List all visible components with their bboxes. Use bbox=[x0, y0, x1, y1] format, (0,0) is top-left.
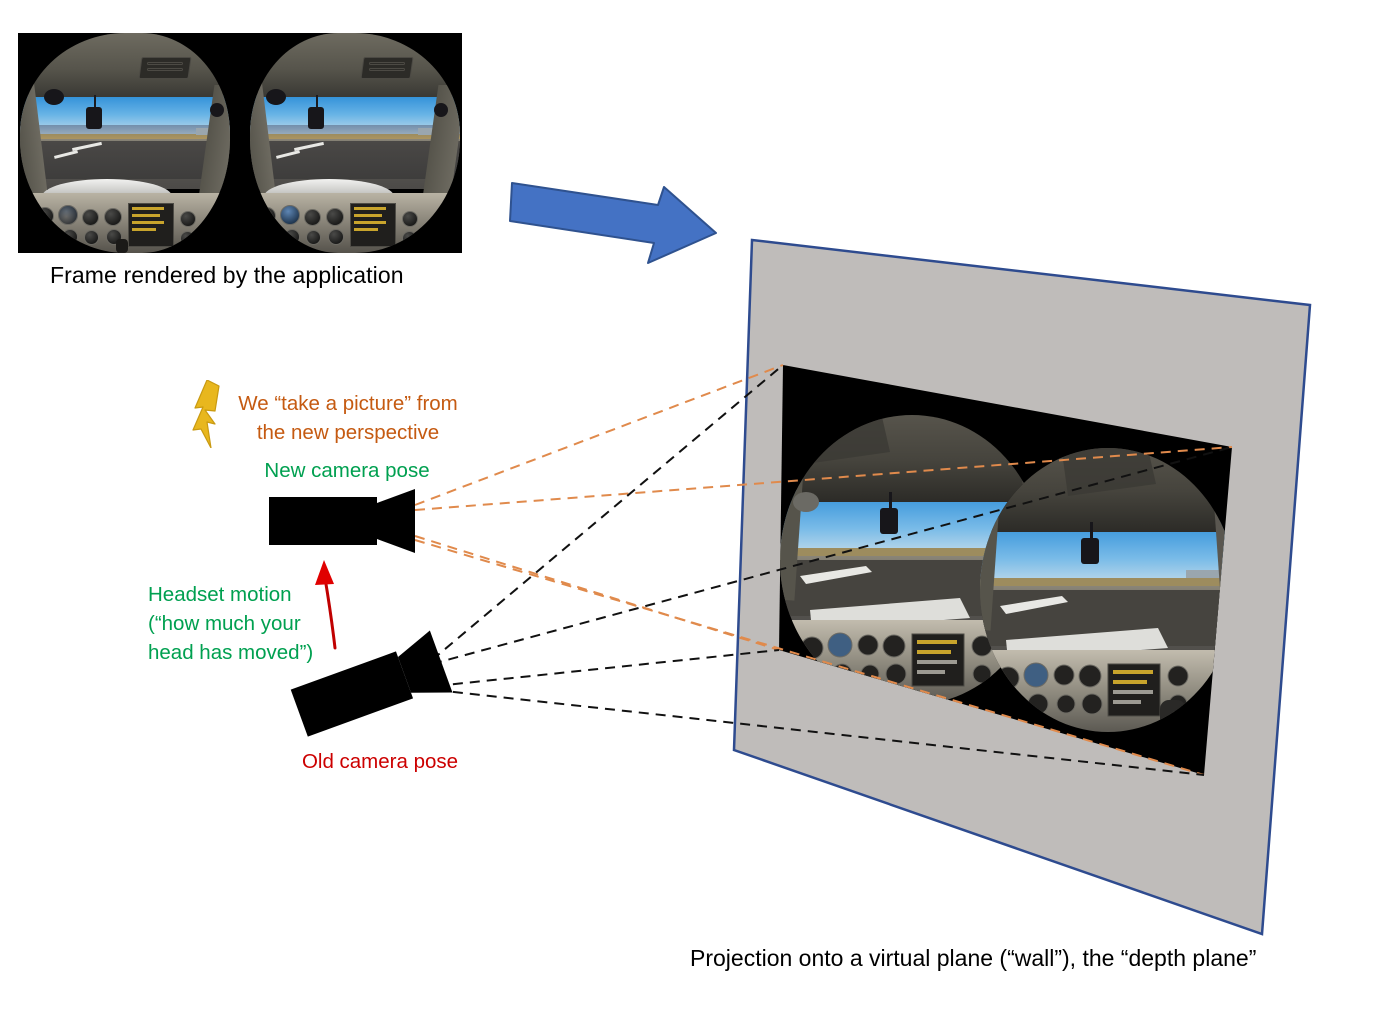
app-rendered-frame bbox=[18, 33, 462, 253]
stereo-right-eye bbox=[250, 33, 460, 253]
stereo-left-eye bbox=[20, 33, 230, 253]
app-frame-caption: Frame rendered by the application bbox=[50, 262, 404, 288]
lightning-bolt-icon bbox=[192, 380, 220, 448]
headset-icon bbox=[86, 107, 102, 129]
blue-right-arrow-icon bbox=[509, 182, 717, 264]
take-picture-label: We “take a picture” from the new perspec… bbox=[238, 392, 458, 445]
old-camera-pose-label: Old camera pose bbox=[301, 750, 459, 773]
headset-motion-label: Headset motion (“how much your head has … bbox=[148, 583, 314, 665]
depth-plane-caption: Projection onto a virtual plane (“wall”)… bbox=[690, 945, 1257, 971]
new-camera-pose-label: New camera pose bbox=[264, 459, 430, 482]
